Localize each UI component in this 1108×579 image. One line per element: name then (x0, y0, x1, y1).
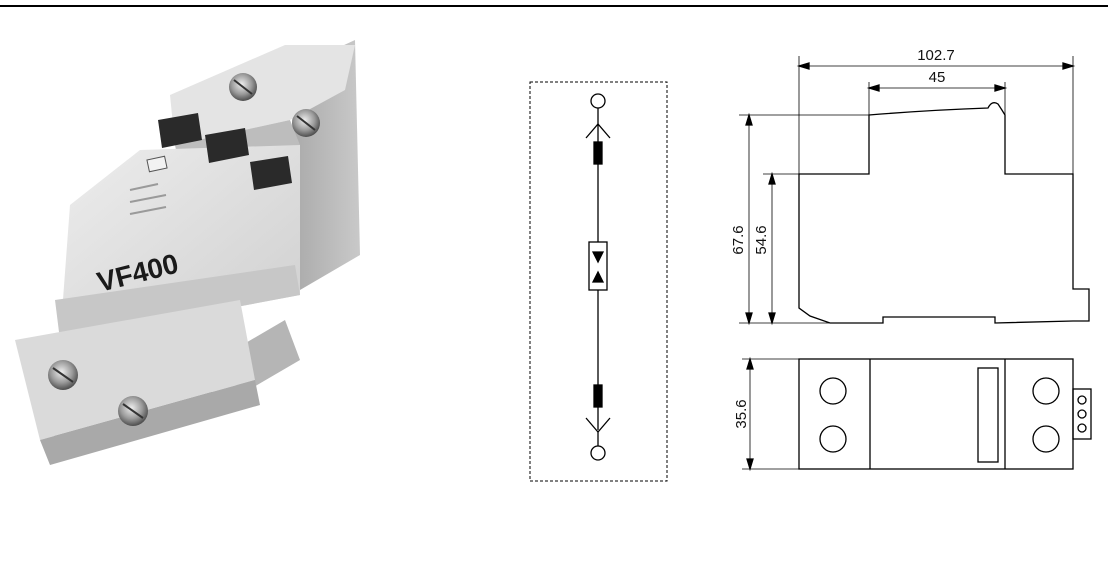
terminal-bottom-icon (590, 445, 606, 461)
window-slot-1 (158, 113, 202, 148)
dim-label-body-height: 54.6 (753, 225, 770, 254)
dim-label-total-width: 102.7 (917, 47, 955, 64)
dim-label-top-width: 45 (929, 69, 946, 86)
schematic-frame (529, 81, 668, 482)
terminal-hole-icon (819, 425, 847, 453)
spec-print-lines (129, 183, 167, 215)
window-slot-2 (205, 128, 249, 163)
top-view-outline (798, 358, 1074, 470)
terminal-block-bottom (593, 384, 603, 408)
housing-front-step (55, 265, 300, 340)
indicator-window (977, 367, 999, 463)
schematic-symbol (529, 81, 668, 482)
dim-label-depth: 35.6 (733, 399, 750, 428)
top-rule (0, 5, 1108, 7)
top-view-drawing (742, 356, 1092, 472)
terminal-block-top (593, 141, 603, 165)
bottom-terminal-edge (40, 380, 260, 465)
badge-icon (146, 155, 168, 173)
terminal-top-icon (590, 93, 606, 109)
product-photo: VF400 (15, 40, 360, 465)
terminal-hole-icon (819, 377, 847, 405)
spark-gap-icon (588, 241, 608, 291)
terminal-hole-icon (1032, 377, 1060, 405)
dim-label-total-height: 67.6 (730, 225, 747, 254)
window-slot-3 (250, 156, 292, 190)
remote-contact-block (1072, 388, 1092, 440)
terminal-hole-icon (1032, 425, 1060, 453)
top-terminal-block (170, 45, 355, 145)
side-view-drawing (739, 56, 1090, 326)
side-profile (798, 102, 1090, 324)
bottom-terminal-block (15, 300, 255, 440)
